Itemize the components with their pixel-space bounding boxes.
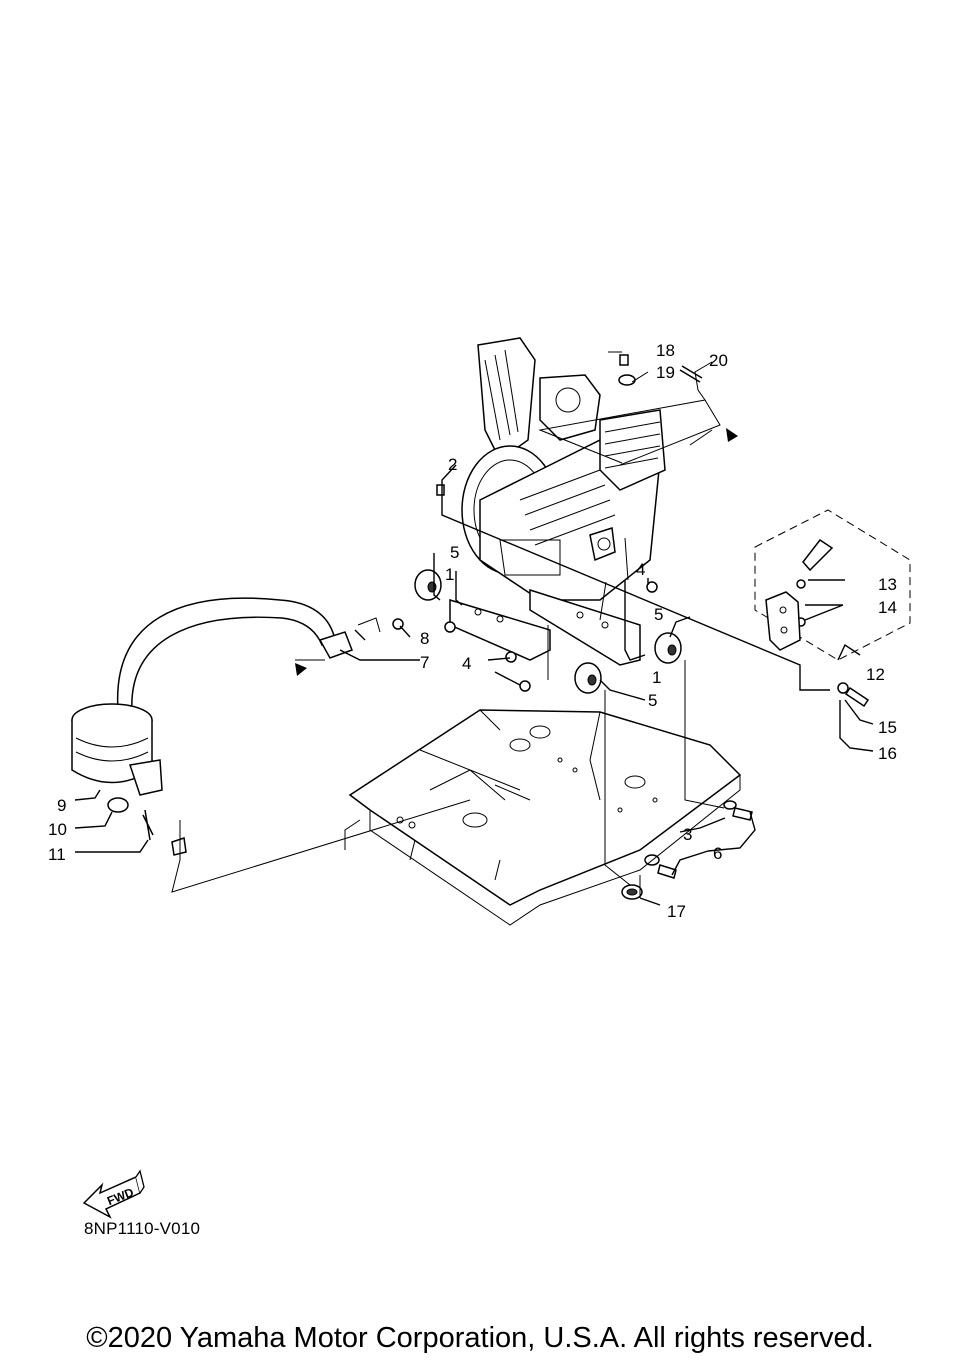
callout-label: 15 [878, 718, 897, 737]
callout-label: 16 [878, 744, 897, 763]
callout-label: 5 [654, 605, 663, 624]
callout-label: 18 [656, 341, 675, 360]
callout-label: 3 [683, 825, 692, 844]
callout-label: 17 [667, 902, 686, 921]
drawing-code: 8NP1110-V010 [84, 1219, 201, 1238]
callout-label: 13 [878, 575, 897, 594]
callout-labels: 1 1 2 3 4 4 5 5 5 6 7 8 9 10 11 12 13 14… [48, 341, 897, 921]
callout-label: 10 [48, 820, 67, 839]
callout-label: 2 [448, 455, 457, 474]
bracket-kit-12 [754, 509, 911, 661]
callout-label: 14 [878, 598, 897, 617]
engine-illustration [461, 337, 666, 601]
callout-label: 1 [652, 668, 661, 687]
callout-label: 1 [445, 565, 454, 584]
engine-mount-brackets [449, 588, 641, 666]
copyright-notice: ©2020 Yamaha Motor Corporation, U.S.A. A… [86, 1322, 874, 1354]
direction-markers [295, 428, 738, 676]
callout-label: 12 [866, 665, 885, 684]
callout-label: 8 [420, 629, 429, 648]
callout-label: 4 [462, 654, 471, 673]
muffler-assembly [71, 597, 381, 856]
callout-label: 5 [648, 691, 657, 710]
callout-label: 7 [420, 653, 429, 672]
callout-label: 20 [709, 351, 728, 370]
leader-lines [74, 351, 874, 906]
callout-label: 19 [656, 363, 675, 382]
callout-label: 4 [636, 560, 645, 579]
callout-label: 6 [713, 844, 722, 863]
callout-label: 5 [450, 543, 459, 562]
callout-label: 11 [48, 845, 66, 864]
fwd-arrow-icon: FWD [82, 1169, 145, 1219]
callout-label: 9 [57, 796, 66, 815]
frame-illustration [344, 709, 742, 926]
